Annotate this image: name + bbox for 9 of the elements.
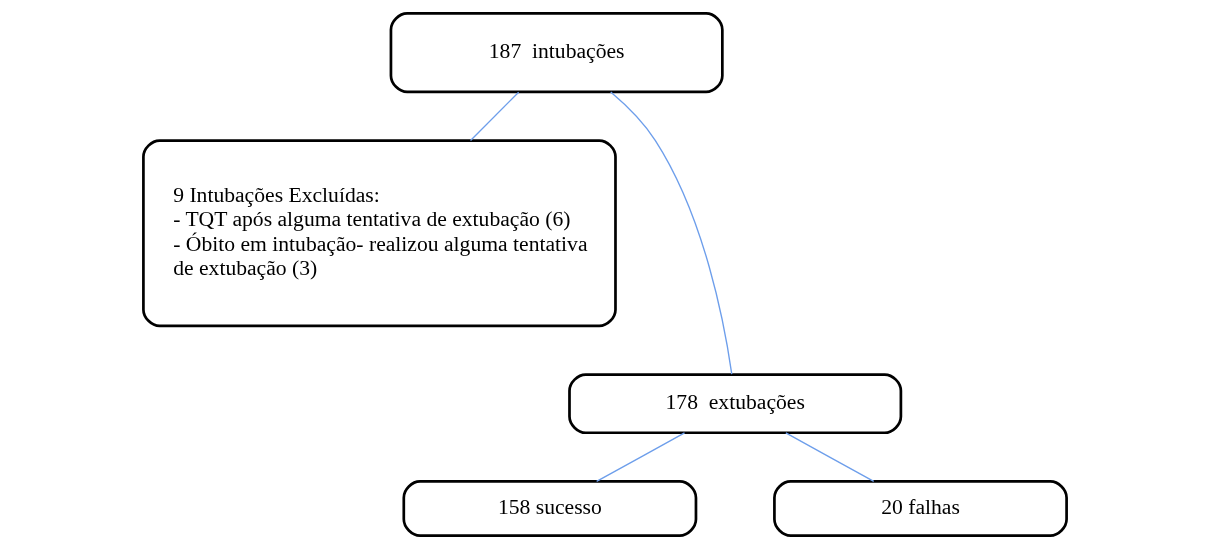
connector xyxy=(469,91,519,142)
node-box: 178 extubações xyxy=(567,373,902,435)
node-box: 187 intubações xyxy=(389,12,724,94)
node-box: 20 falhas xyxy=(772,480,1068,537)
connector xyxy=(784,432,874,483)
node-box: 158 sucesso xyxy=(401,480,697,537)
connector xyxy=(609,91,732,375)
node-box: 9 Intubações Excluídas: - TQT após alguma tentativa de extubação (6) - Óbito em intubação- realizou alguma tentativa de extubação (3) xyxy=(141,139,617,328)
connector xyxy=(595,432,685,483)
